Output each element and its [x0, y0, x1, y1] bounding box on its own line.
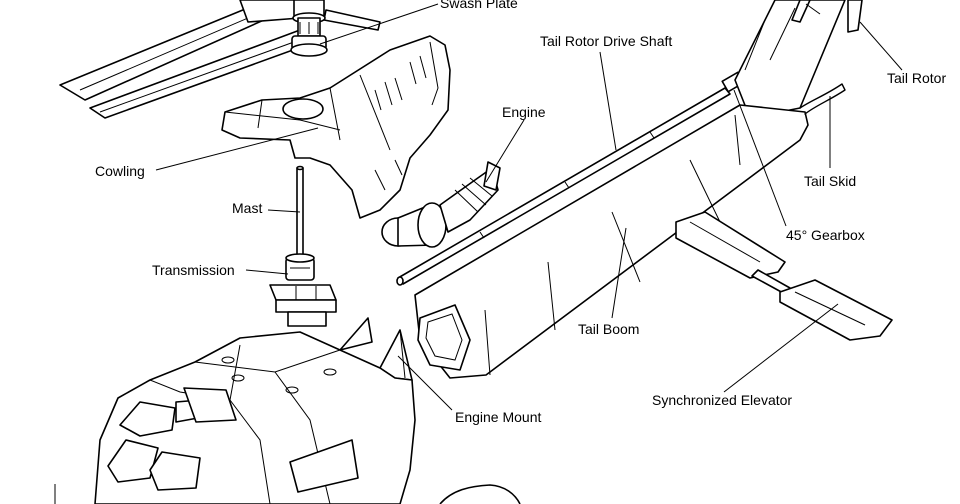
- label-tail-boom: Tail Boom: [578, 321, 639, 337]
- label-engine-mount: Engine Mount: [455, 409, 542, 425]
- label-mast: Mast: [232, 200, 262, 216]
- label-swash-plate: Swash Plate: [440, 0, 518, 11]
- tail-fin: [734, 0, 863, 119]
- leader-cowling: [155, 127, 319, 171]
- leader-lines: [155, 3, 903, 411]
- label-tail-rotor: Tail Rotor: [887, 70, 946, 86]
- label-transmission: Transmission: [152, 262, 235, 278]
- transmission: [269, 253, 337, 327]
- leader-engine-mount: [397, 355, 453, 411]
- leader-tail-rotor: [859, 21, 903, 71]
- label-45-gearbox: 45° Gearbox: [786, 227, 865, 243]
- tail-skid: [799, 83, 846, 115]
- label-tail-skid: Tail Skid: [804, 173, 856, 189]
- swash-plate: [290, 0, 328, 57]
- leader-synchronized-elevator: [723, 303, 839, 393]
- leader-engine: [485, 119, 525, 183]
- leader-mast: [267, 209, 301, 213]
- leader-tail-rotor-drive-shaft: [599, 51, 617, 151]
- leader-transmission: [245, 269, 289, 275]
- label-engine: Engine: [502, 104, 546, 120]
- leader-tail-rotor-2: [805, 3, 821, 15]
- labels: Swash Plate Tail Rotor Drive Shaft Tail …: [95, 0, 946, 425]
- cowling: [221, 35, 451, 219]
- leader-45-gearbox: [733, 89, 787, 227]
- tail-boom: [414, 104, 809, 379]
- tail-rotor-drive-shaft: [396, 87, 731, 286]
- fuselage: [54, 331, 521, 504]
- leader-tail-boom: [611, 227, 627, 319]
- leader-swash-plate: [319, 3, 439, 45]
- label-tail-rotor-drive-shaft: Tail Rotor Drive Shaft: [540, 33, 672, 49]
- label-synchronized-elevator: Synchronized Elevator: [652, 392, 792, 408]
- engine: [381, 161, 501, 248]
- label-cowling: Cowling: [95, 163, 145, 179]
- engine-mount: [339, 317, 413, 381]
- synchronized-elevator: [675, 211, 893, 341]
